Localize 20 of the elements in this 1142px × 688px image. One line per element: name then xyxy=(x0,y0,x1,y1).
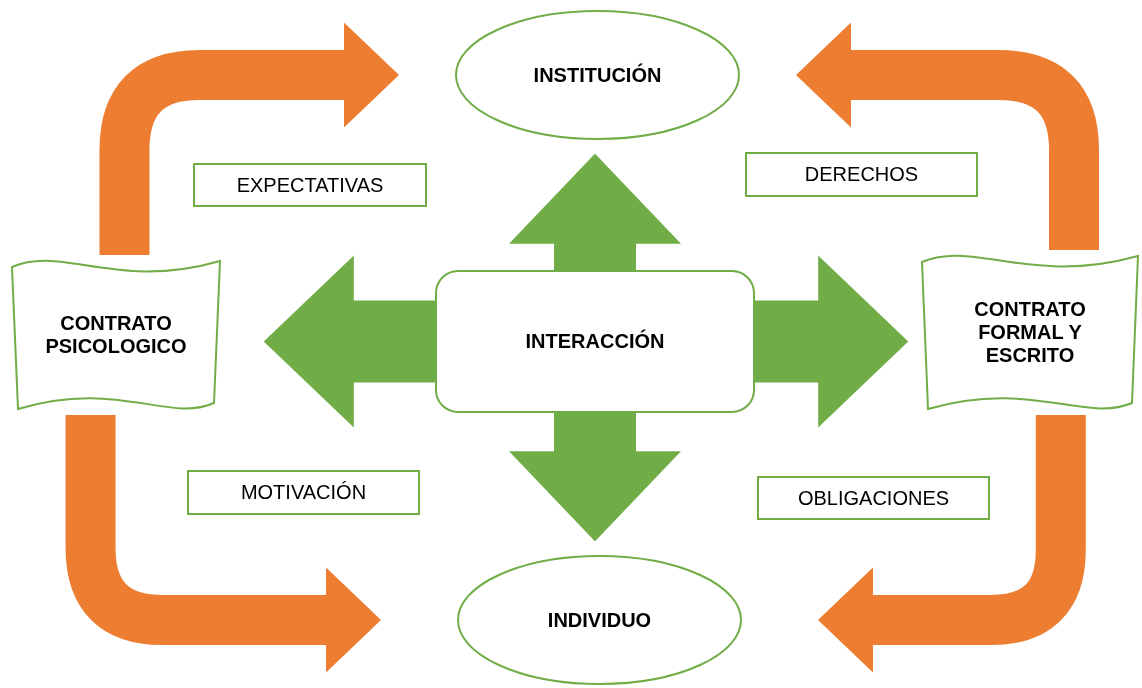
node-title: INTERACCIÓN xyxy=(525,330,665,353)
block-arrow xyxy=(755,255,909,428)
label-box xyxy=(745,152,978,197)
node-label: OBLIGACIONES xyxy=(797,486,950,510)
ellipse-node xyxy=(457,555,742,685)
node-title: CONTRATO PSICOLOGICO xyxy=(44,312,188,358)
label-box xyxy=(187,470,420,515)
block-arrow xyxy=(508,153,682,270)
rounded-box xyxy=(435,270,755,413)
node-title: INDIVIDUO xyxy=(547,608,652,632)
block-arrow xyxy=(263,255,435,428)
node-label: MOTIVACIÓN xyxy=(240,481,367,504)
block-arrow xyxy=(818,415,1086,673)
node-title: INSTITUCIÓN xyxy=(533,63,662,87)
node-title: CONTRATO FORMAL Y ESCRITO xyxy=(973,298,1087,367)
label-box xyxy=(757,476,990,520)
node-label: EXPECTATIVAS xyxy=(236,173,384,197)
node-label: DERECHOS xyxy=(804,163,919,186)
ellipse-node xyxy=(455,10,740,140)
label-box xyxy=(193,163,427,207)
